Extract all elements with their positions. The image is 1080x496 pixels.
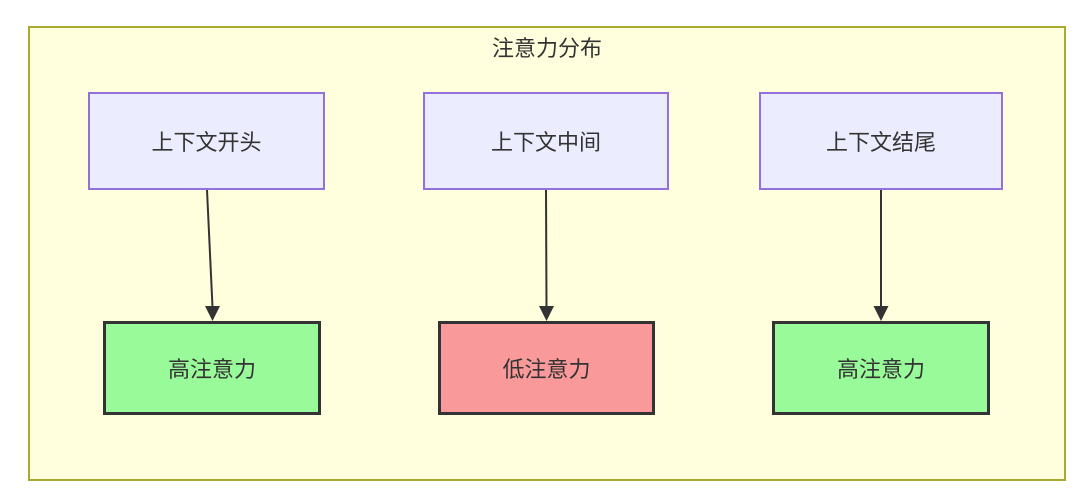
node-high-attention-left-label: 高注意力 — [167, 357, 256, 382]
node-context-start-label: 上下文开头 — [151, 130, 262, 155]
node-high-attention-left: 高注意力 — [103, 321, 321, 415]
node-high-attention-right: 高注意力 — [772, 321, 990, 415]
node-context-middle-label: 上下文中间 — [490, 130, 601, 155]
node-high-attention-right-label: 高注意力 — [836, 357, 925, 382]
diagram-title: 注意力分布 — [491, 36, 602, 61]
node-low-attention-middle-label: 低注意力 — [502, 357, 591, 382]
node-low-attention-middle: 低注意力 — [438, 321, 655, 415]
node-context-end: 上下文结尾 — [759, 92, 1003, 190]
node-context-middle: 上下文中间 — [423, 92, 669, 190]
node-context-start: 上下文开头 — [88, 92, 325, 190]
node-context-end-label: 上下文结尾 — [825, 130, 936, 155]
